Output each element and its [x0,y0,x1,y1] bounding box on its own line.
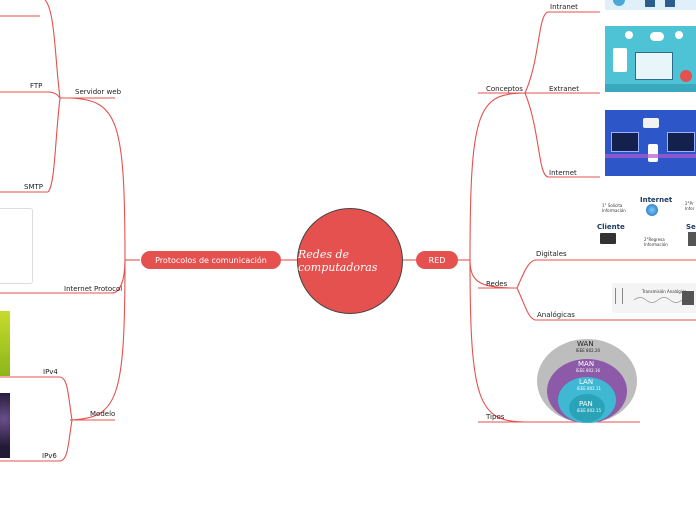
ftp-topic[interactable]: FTP [30,82,43,90]
servidor-label: Se [686,223,696,231]
man-label: MAN [578,360,595,368]
analogicas-topic[interactable]: Analógicas [537,311,575,319]
right-top-label: 2°Pr [685,201,694,206]
pan-label: PAN [579,400,593,408]
man-standard: IEEE 802.16 [576,368,601,373]
redes-topic[interactable]: Redes [486,280,508,288]
regresa-label: 2°Regresa [644,237,665,242]
ipv6-image [0,393,10,458]
cliente-label: Cliente [597,223,625,231]
pan-standard: IEEE 802.15 [577,408,602,413]
modelo-topic[interactable]: Modelo [90,410,116,418]
antenna-icon [615,288,623,304]
intranet-image [605,0,696,10]
network-types-rings [537,339,637,423]
analog-wave [634,297,682,303]
lan-standard: IEEE 802.11 [577,386,602,391]
solicita-label: 1° Solicita [602,203,623,208]
smtp-topic[interactable]: SMTP [24,183,43,191]
analog-network-image: Transmisión Analógica [612,283,696,313]
wan-label: WAN [577,340,594,348]
informacion-label-1: Información [602,208,626,213]
extranet-topic[interactable]: Extranet [549,85,579,93]
central-topic-label: Redes de computadoras [298,248,378,274]
analog-title: Transmisión Analógica [642,289,687,294]
ipv6-topic[interactable]: IPv6 [42,452,57,460]
server-icon [688,232,696,246]
globe-icon [646,204,658,216]
informacion-label-2: Información [644,242,668,247]
central-topic[interactable]: Redes de computadoras [297,208,403,314]
servidor-web-topic[interactable]: Servidor web [75,88,122,96]
tipos-topic[interactable]: Tipos [486,413,505,421]
ipv4-topic[interactable]: IPv4 [43,368,58,376]
digitales-topic[interactable]: Digitales [536,250,567,258]
right-top-label-2: Infor [685,206,695,211]
wan-standard: IEEE 802.20 [576,348,601,353]
protocolos-branch[interactable]: Protocolos de comunicación [141,251,281,269]
red-label: RED [428,255,446,265]
internet-protocol-topic[interactable]: Internet Protocol [64,285,123,293]
digital-network-image: 1° Solicita Información Internet 2°Pr In… [592,192,696,258]
network-types-image: WAN IEEE 802.20 MAN IEEE 802.16 LAN IEEE… [536,337,638,423]
lan-label: LAN [579,378,594,386]
extranet-image [605,26,696,92]
red-branch[interactable]: RED [416,251,458,269]
device-icon [682,291,694,305]
internet-diagram-label: Internet [640,196,673,204]
ipv4-image [0,311,10,376]
laptop-icon [600,233,616,244]
intranet-topic[interactable]: Intranet [550,3,578,11]
internet-image [605,110,696,176]
internet-protocol-image [0,208,33,284]
internet-topic[interactable]: Internet [549,169,577,177]
protocolos-label: Protocolos de comunicación [155,255,267,265]
conceptos-topic[interactable]: Conceptos [486,85,523,93]
